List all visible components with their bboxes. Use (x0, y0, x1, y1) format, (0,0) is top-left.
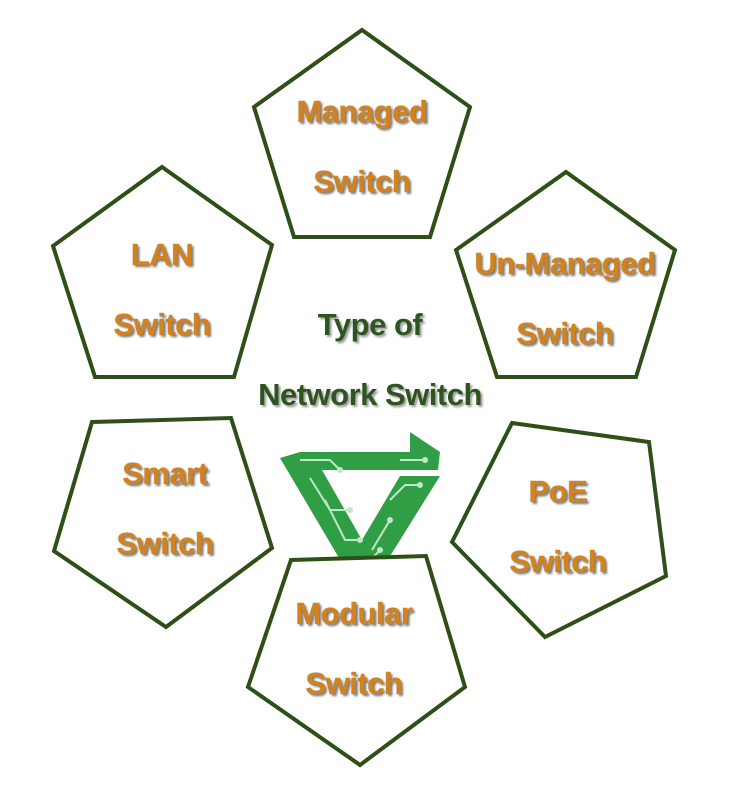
managed-switch-label: Managed Switch (242, 77, 482, 217)
unmanaged-switch-line1: Un-Managed (474, 246, 657, 281)
modular-switch-line2: Switch (305, 666, 403, 701)
circuit-g-logo-icon (280, 432, 440, 585)
modular-switch-label: Modular Switch (234, 579, 474, 719)
managed-switch-line1: Managed (296, 94, 428, 129)
unmanaged-switch-pentagon (453, 169, 678, 379)
managed-switch-line2: Switch (313, 164, 411, 199)
smart-switch-pentagon (51, 415, 275, 630)
poe-switch-pentagon (449, 420, 669, 640)
unmanaged-switch-line2: Switch (516, 316, 614, 351)
lan-switch-line1: LAN (130, 237, 194, 272)
smart-switch-line1: Smart (122, 456, 208, 491)
smart-switch-line2: Switch (116, 526, 214, 561)
poe-switch-label: PoE Switch (438, 457, 678, 597)
unmanaged-switch-label: Un-Managed Switch (445, 229, 685, 369)
lan-switch-label: LAN Switch (42, 220, 282, 360)
modular-switch-pentagon (245, 553, 468, 768)
poe-switch-line1: PoE (528, 474, 588, 509)
smart-switch-label: Smart Switch (45, 439, 285, 579)
modular-switch-line1: Modular (295, 596, 413, 631)
lan-switch-pentagon (50, 164, 275, 379)
center-title-line1: Type of (317, 307, 423, 342)
lan-switch-line2: Switch (113, 307, 211, 342)
poe-switch-line2: Switch (509, 544, 607, 579)
center-title-line2: Network Switch (258, 377, 482, 412)
diagram-center-title: Type of Network Switch (230, 290, 510, 430)
managed-switch-pentagon (251, 27, 473, 239)
